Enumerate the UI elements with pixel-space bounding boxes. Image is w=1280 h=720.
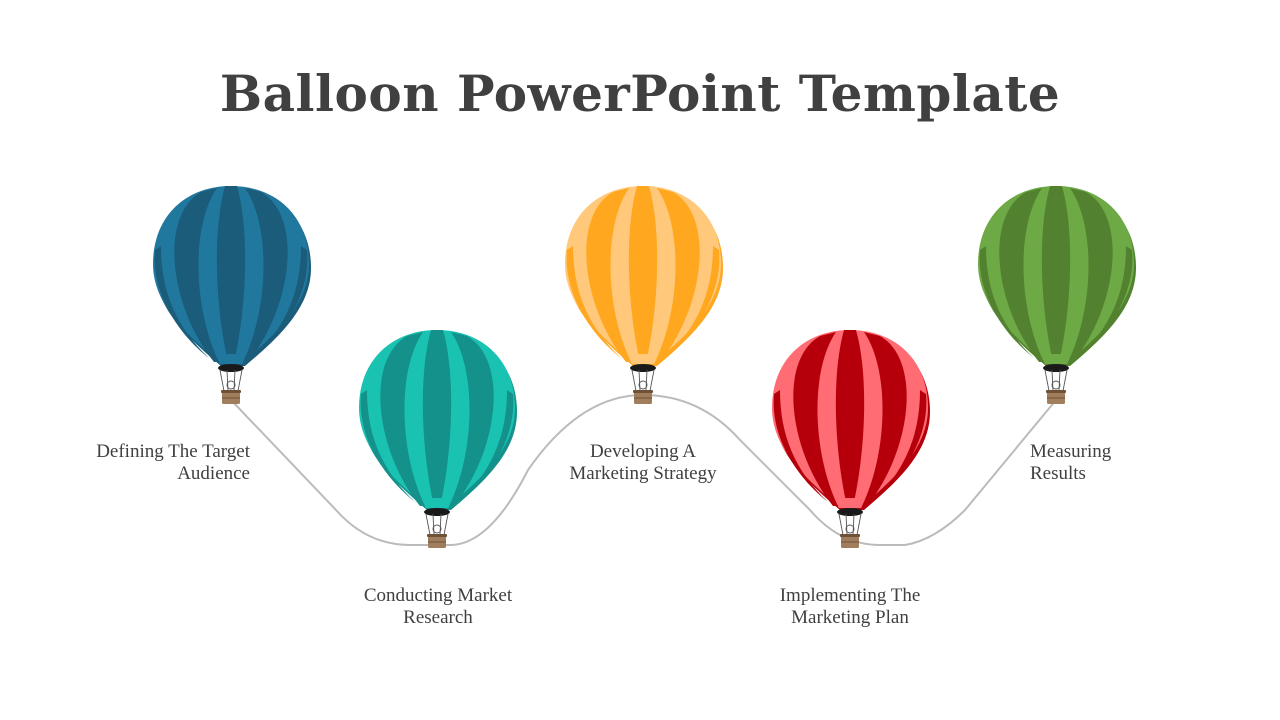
balloon-1-passenger bbox=[226, 380, 236, 390]
balloon-4-stripe-5 bbox=[872, 390, 927, 502]
step-3-line-2: Marketing Strategy bbox=[569, 463, 717, 484]
balloon-5 bbox=[978, 186, 1136, 404]
balloon-5-rope-1 bbox=[1044, 369, 1050, 392]
balloon-3-stripe-4 bbox=[566, 246, 621, 358]
step-1-line-2: Audience bbox=[177, 463, 250, 484]
balloon-1-rope-2 bbox=[237, 369, 243, 392]
step-5-line-2: Results bbox=[1030, 463, 1086, 484]
balloon-4-stripe-2 bbox=[835, 330, 865, 506]
balloon-1-neck bbox=[219, 354, 243, 364]
step-2-label: Conducting Market Research bbox=[364, 585, 512, 629]
balloon-1-burner bbox=[218, 364, 244, 372]
balloon-5-neck bbox=[1044, 354, 1068, 364]
balloon-4-rope-1 bbox=[838, 513, 844, 536]
balloon-3-basket-rim bbox=[633, 390, 653, 393]
balloon-3-stripe-1 bbox=[586, 188, 631, 362]
balloon-2-passenger bbox=[432, 524, 442, 534]
step-4-line-1: Implementing The bbox=[779, 585, 921, 606]
balloon-5-stripe-5 bbox=[1078, 246, 1133, 358]
balloon-2-stripe-5 bbox=[459, 390, 514, 502]
step-2-line-1: Conducting Market bbox=[363, 585, 513, 606]
balloon-4-stripe-4 bbox=[773, 390, 828, 502]
step-1-label: Defining The Target Audience bbox=[96, 441, 250, 485]
balloon-3-passenger bbox=[638, 380, 648, 390]
balloon-2-rope-2 bbox=[443, 513, 449, 536]
balloon-2-burner bbox=[424, 508, 450, 516]
balloon-3-stripe-5 bbox=[665, 246, 720, 358]
balloon-2-rope-1 bbox=[425, 513, 431, 536]
balloon-1-stripe-2 bbox=[216, 186, 246, 362]
step-4-label: Implementing The Marketing Plan bbox=[780, 585, 921, 629]
balloon-1-stripe-4 bbox=[154, 246, 209, 358]
balloon-2-stripe-3 bbox=[449, 332, 494, 506]
balloon-3-rope-1 bbox=[631, 369, 637, 392]
step-3-line-1: Developing A bbox=[589, 441, 697, 462]
balloon-4-basket-rim bbox=[840, 534, 860, 537]
balloon-2-stripe-2 bbox=[422, 330, 452, 506]
balloon-5-rope-2 bbox=[1062, 369, 1068, 392]
balloon-1-stripe-1 bbox=[174, 188, 219, 362]
balloon-2-stripe-1 bbox=[380, 332, 425, 506]
balloon-4-burner bbox=[837, 508, 863, 516]
balloon-3-stripe-2 bbox=[628, 186, 658, 362]
balloon-3-burner bbox=[630, 364, 656, 372]
slide-title: Balloon PowerPoint Template bbox=[219, 64, 1061, 123]
balloon-1-stripe-5 bbox=[253, 246, 308, 358]
balloon-1-basket-rim bbox=[221, 390, 241, 393]
balloon-1-rope-1 bbox=[219, 369, 225, 392]
balloon-1 bbox=[153, 186, 311, 404]
balloon-3-neck bbox=[631, 354, 655, 364]
balloon-2 bbox=[359, 330, 517, 548]
balloon-4 bbox=[772, 330, 930, 548]
balloon-4-stripe-1 bbox=[793, 332, 838, 506]
balloon-4-passenger bbox=[845, 524, 855, 534]
balloon-5-passenger bbox=[1051, 380, 1061, 390]
balloon-5-stripe-1 bbox=[999, 188, 1044, 362]
balloon-2-basket-rim bbox=[427, 534, 447, 537]
balloon-2-neck bbox=[425, 498, 449, 508]
balloon-2-stripe-4 bbox=[360, 390, 415, 502]
step-5-line-1: Measuring bbox=[1030, 441, 1112, 462]
balloon-3-rope-2 bbox=[649, 369, 655, 392]
balloon-5-basket-rim bbox=[1046, 390, 1066, 393]
step-4-line-2: Marketing Plan bbox=[791, 607, 909, 628]
balloon-5-burner bbox=[1043, 364, 1069, 372]
step-1-line-1: Defining The Target bbox=[96, 441, 250, 462]
step-3-label: Developing A Marketing Strategy bbox=[569, 441, 716, 485]
balloon-4-neck bbox=[838, 498, 862, 508]
balloon-1-stripe-3 bbox=[243, 188, 288, 362]
balloon-3 bbox=[565, 186, 723, 404]
balloon-4-stripe-3 bbox=[862, 332, 907, 506]
balloons-group bbox=[153, 186, 1136, 548]
balloon-5-stripe-2 bbox=[1041, 186, 1071, 362]
balloon-5-stripe-4 bbox=[979, 246, 1034, 358]
balloon-3-stripe-3 bbox=[655, 188, 700, 362]
step-5-label: Measuring Results bbox=[1030, 441, 1111, 485]
balloon-5-stripe-3 bbox=[1068, 188, 1113, 362]
balloon-4-rope-2 bbox=[856, 513, 862, 536]
step-2-line-2: Research bbox=[403, 607, 473, 628]
